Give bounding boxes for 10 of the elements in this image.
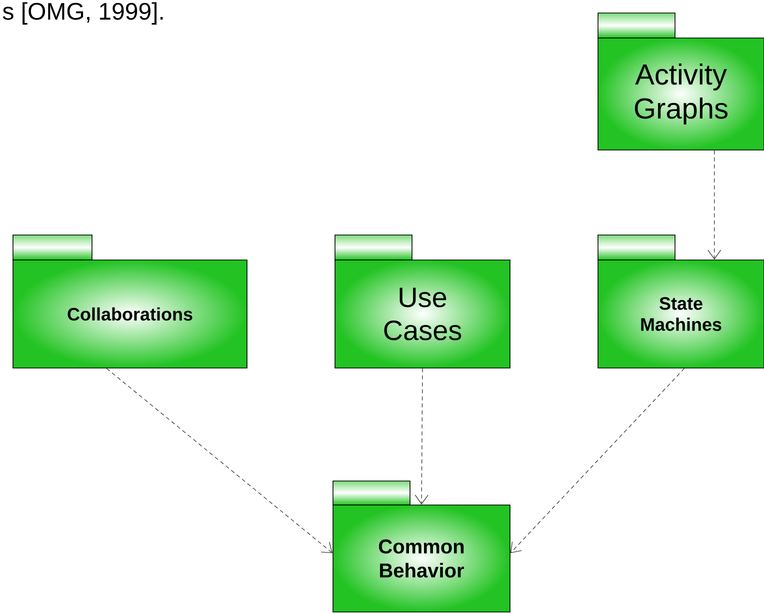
citation-text: s [OMG, 1999].	[2, 2, 163, 25]
package-box: Activity Graphs	[598, 12, 764, 150]
dependency-arrow	[510, 368, 685, 554]
dependency-arrow	[106, 368, 333, 554]
dependency-arrow	[414, 368, 428, 505]
package-box: Common Behavior	[332, 480, 510, 612]
package-box: State Machines	[598, 234, 764, 368]
dependency-arrow	[708, 150, 722, 260]
package-box: Collaborations	[12, 234, 248, 368]
package-box: Use Cases	[334, 234, 510, 368]
